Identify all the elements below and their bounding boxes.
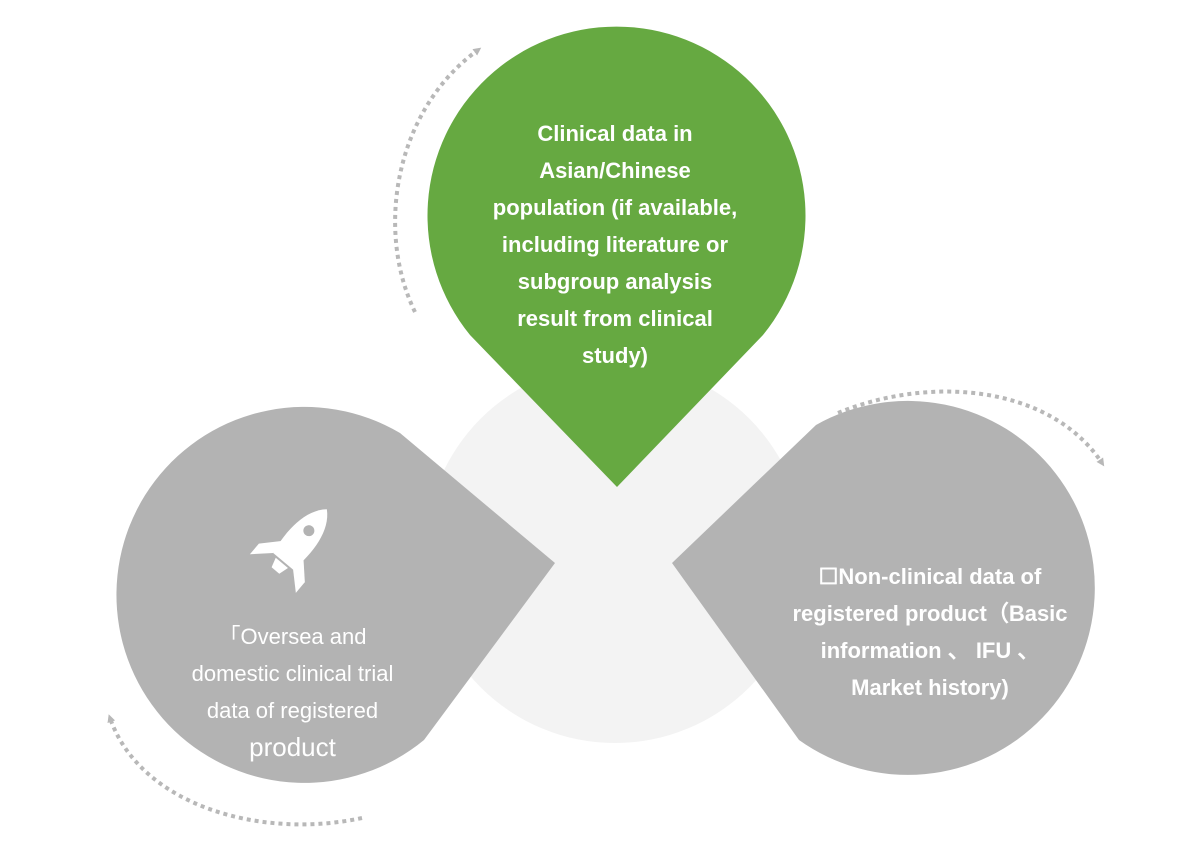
left-petal-line: 「Oversea and — [218, 624, 367, 649]
top-petal-line: Clinical data in — [537, 121, 693, 146]
left-petal-line: product — [249, 732, 336, 762]
right-petal — [672, 400, 1095, 775]
left-petal — [116, 406, 555, 783]
top-left-arrow — [393, 47, 482, 313]
right-petal-line: Market history) — [851, 675, 1009, 700]
right-petal-line: registered product（Basic — [792, 601, 1068, 626]
top-petal-line: including literature or — [501, 232, 729, 257]
bottom-left-arrow — [107, 714, 363, 827]
right-petal-text: ☐Non-clinical data of registered product… — [755, 558, 1105, 706]
top-petal-line: study) — [582, 343, 648, 368]
top-petal-line: subgroup analysis — [517, 269, 713, 294]
top-petal-text: Clinical data in Asian/Chinese populatio… — [445, 115, 785, 374]
right-petal-line: information 、 IFU 、 — [820, 638, 1040, 663]
top-petal-line: Asian/Chinese — [539, 158, 691, 183]
top-petal-line: population (if available, — [492, 195, 738, 220]
top-petal — [427, 26, 806, 487]
center-circle — [425, 363, 805, 743]
right-petal-line: ☐Non-clinical data of — [818, 564, 1042, 589]
top-petal-line: result from clinical — [517, 306, 713, 331]
left-petal-line: domestic clinical trial — [191, 661, 394, 686]
left-petal-text: 「Oversea and domestic clinical trial dat… — [150, 618, 435, 766]
left-petal-line: data of registered — [206, 698, 379, 723]
rocket-icon — [249, 509, 328, 593]
